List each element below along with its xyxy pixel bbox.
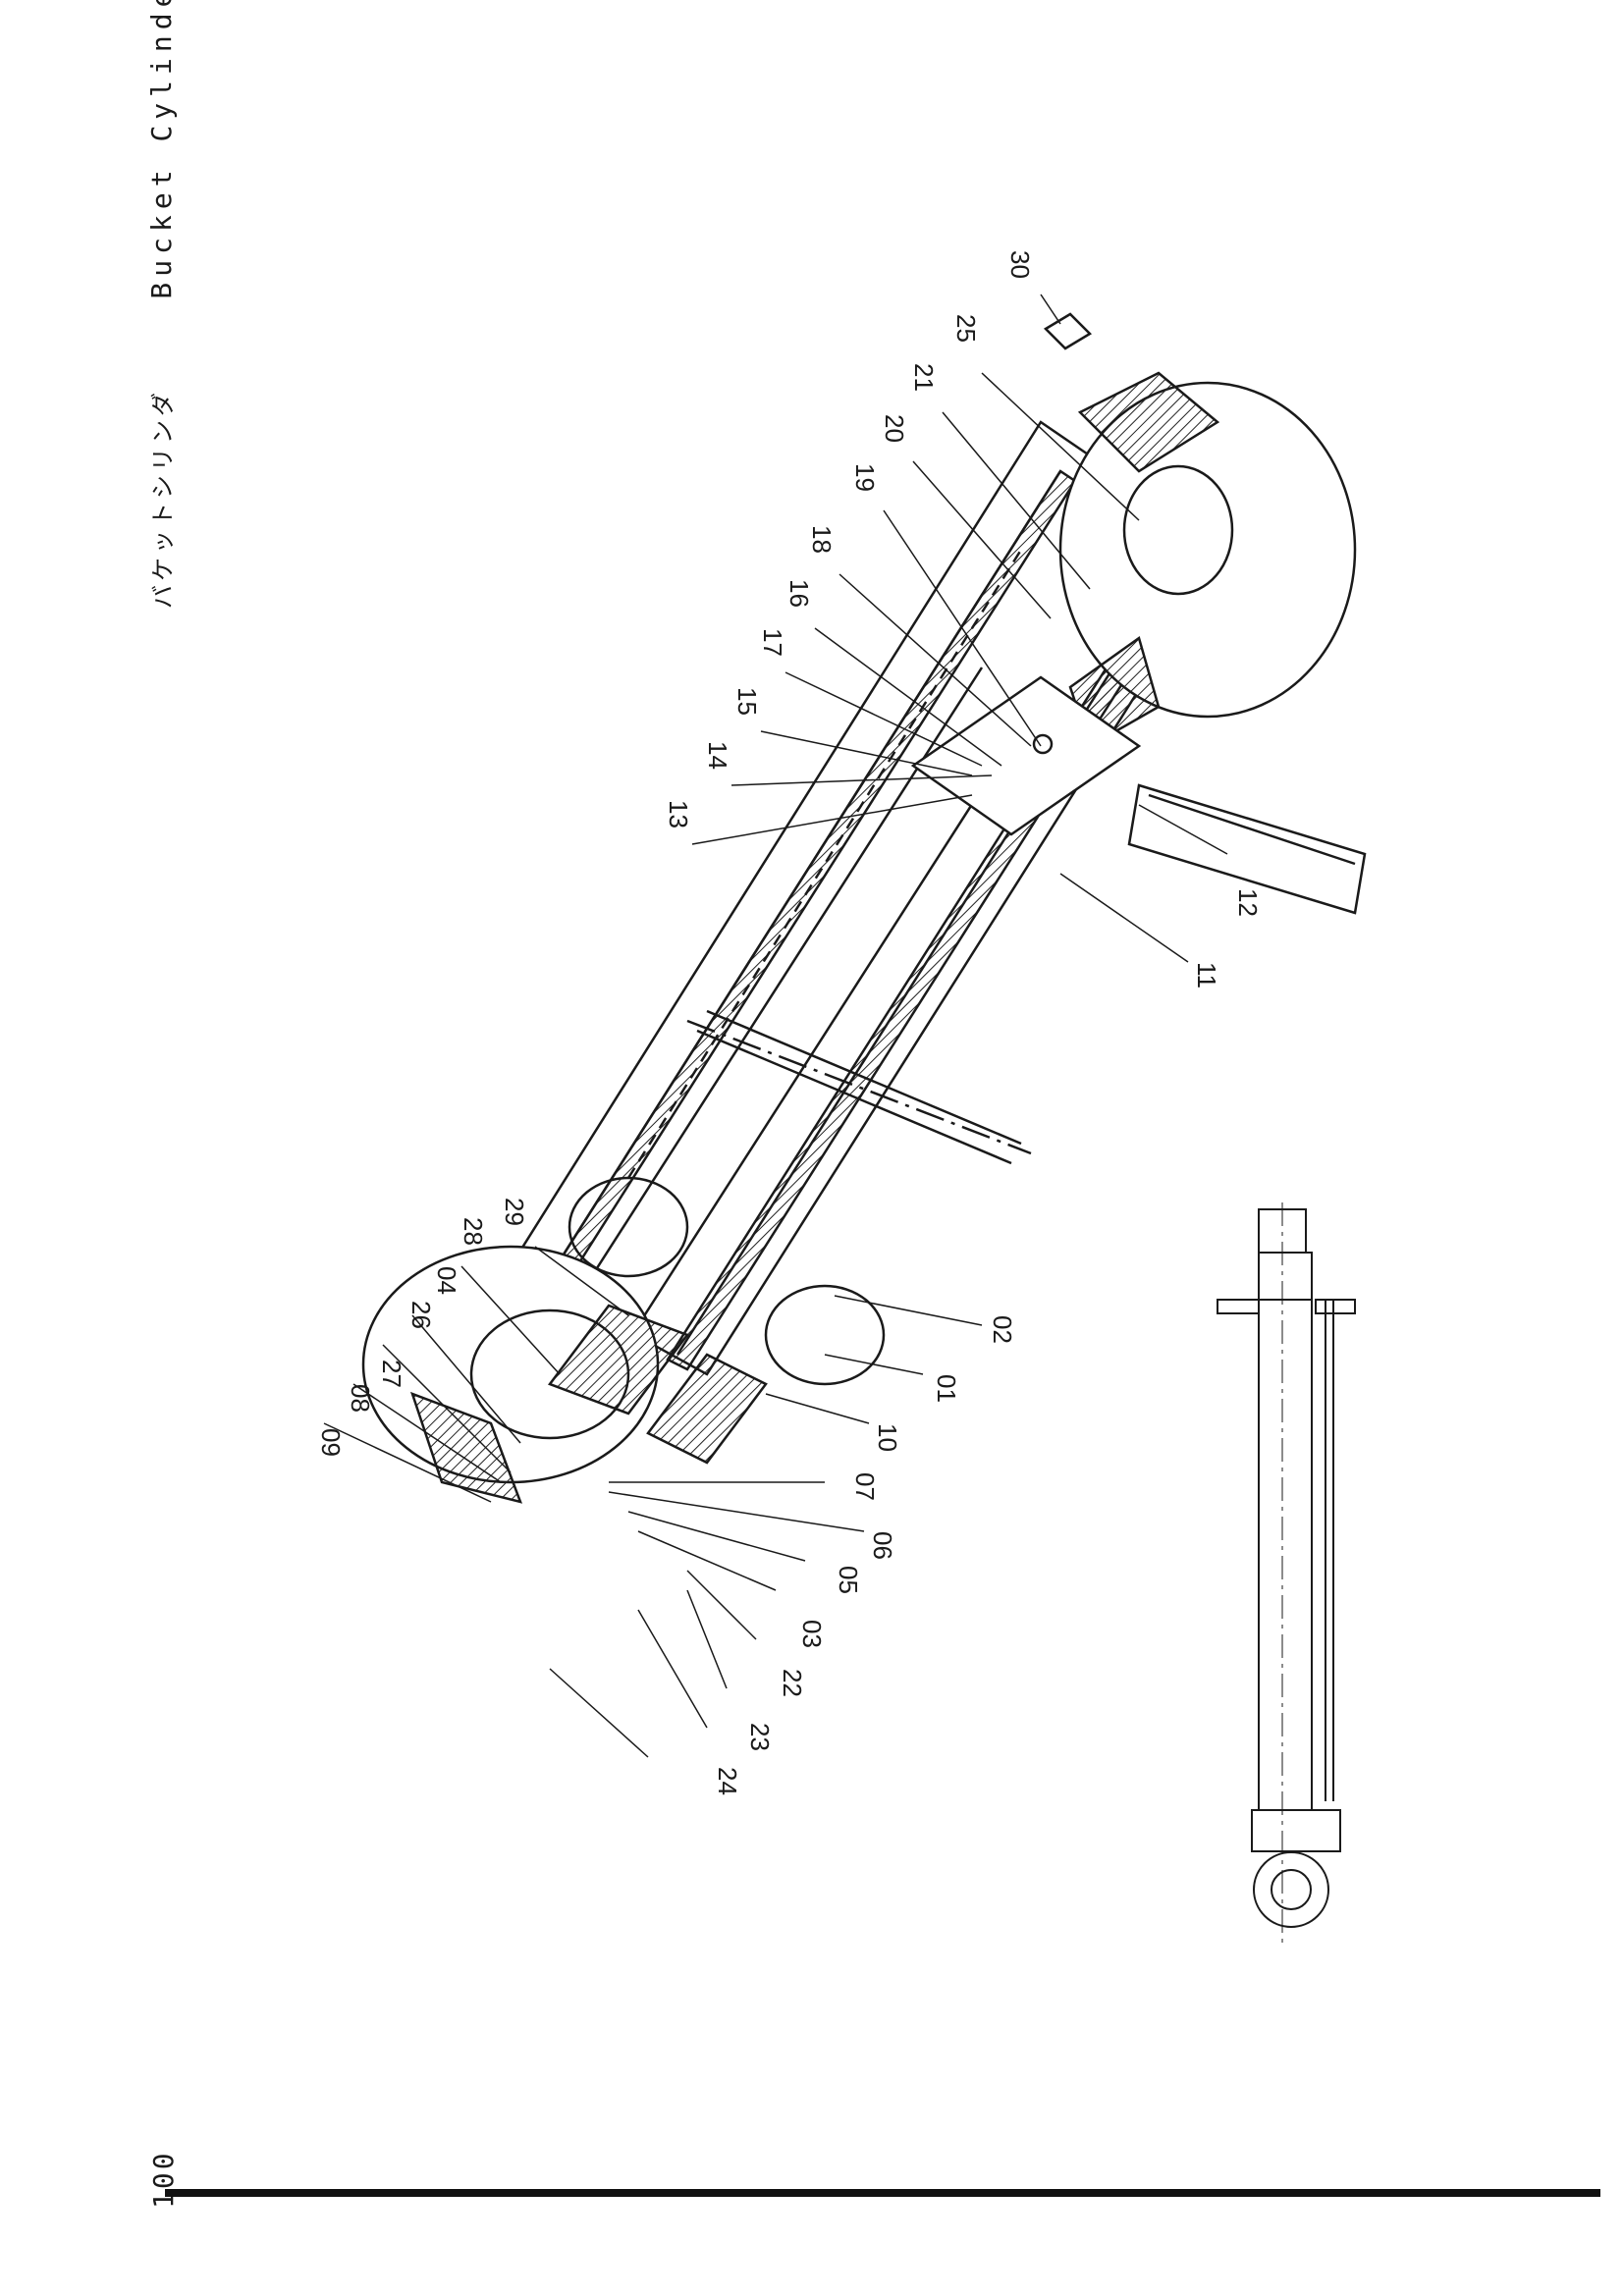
callout-05: 05 (834, 1566, 863, 1594)
side-view-base (1251, 1809, 1341, 1852)
callout-labels: 30 25 21 20 19 18 16 17 15 14 13 12 11 2… (316, 250, 1263, 1795)
callout-15: 15 (732, 687, 762, 716)
callout-13: 13 (664, 800, 693, 828)
callout-27: 27 (377, 1360, 406, 1388)
grease-fitting (1043, 312, 1093, 350)
callout-25: 25 (951, 314, 981, 343)
side-view-fitting-left (1217, 1299, 1260, 1314)
break-line-1 (706, 1009, 1022, 1146)
side-view-fitting-right (1315, 1299, 1356, 1314)
callout-11: 11 (1192, 962, 1221, 988)
main-cylinder-drawing (361, 312, 1367, 1504)
callout-07: 07 (850, 1472, 880, 1501)
callout-22: 22 (778, 1669, 807, 1697)
page-number: 100 (147, 2150, 180, 2209)
cap-eye-bore (1122, 464, 1234, 596)
callout-29: 29 (500, 1198, 529, 1226)
callout-30: 30 (1005, 250, 1035, 279)
callout-18: 18 (807, 525, 837, 554)
side-view-gland (1258, 1252, 1313, 1301)
callout-09: 09 (316, 1428, 346, 1457)
callout-02: 02 (988, 1315, 1017, 1344)
callout-28: 28 (459, 1217, 488, 1246)
callout-03: 03 (797, 1620, 827, 1648)
callout-26: 26 (406, 1301, 436, 1329)
gland-hatch (547, 1304, 690, 1415)
trunnion-left (568, 1176, 689, 1278)
callout-leaders (323, 294, 1228, 1758)
port-plate (1127, 783, 1367, 915)
port-plate-hatch (1148, 793, 1356, 866)
break-line-2 (696, 1029, 1012, 1165)
callout-21: 21 (909, 363, 939, 392)
callout-19: 19 (850, 463, 880, 492)
piston-rod (577, 667, 984, 1297)
cylinder-side-view (1217, 1202, 1356, 1944)
callout-04: 04 (432, 1266, 461, 1295)
callout-06: 06 (868, 1531, 897, 1560)
rod-hidden-line (626, 549, 1023, 1179)
callout-10: 10 (873, 1423, 902, 1452)
cap-hatch (1077, 371, 1220, 473)
callout-12: 12 (1233, 888, 1263, 917)
callout-24: 24 (713, 1767, 742, 1795)
callout-08: 08 (346, 1384, 375, 1413)
rod-eye-hatch (409, 1391, 523, 1504)
trunnion-right (764, 1284, 886, 1386)
callout-20: 20 (880, 414, 909, 443)
center-line (686, 1019, 1032, 1155)
callout-23: 23 (745, 1723, 775, 1751)
footer-rule (165, 2189, 1600, 2197)
piston-nut (1032, 733, 1054, 755)
callout-01: 01 (932, 1374, 961, 1403)
side-view-eye-bore (1271, 1869, 1312, 1910)
gland-hatch-2 (646, 1353, 768, 1465)
side-view-tube (1258, 1299, 1313, 1811)
callout-16: 16 (784, 579, 814, 608)
callout-14: 14 (703, 741, 732, 770)
callout-17: 17 (758, 628, 787, 657)
side-view-eye (1253, 1851, 1329, 1928)
